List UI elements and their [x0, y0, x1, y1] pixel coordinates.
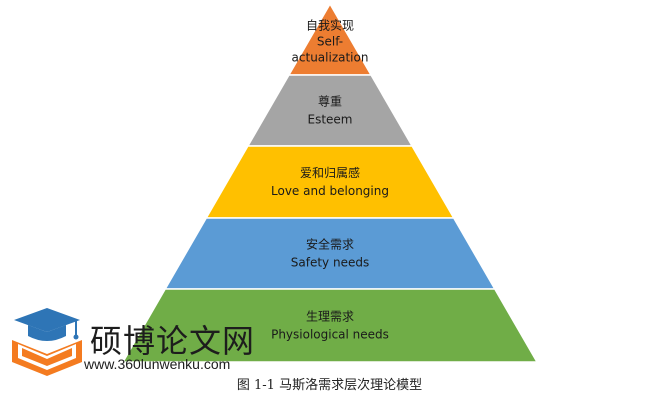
watermark-url: www.360lunwenku.com [84, 356, 231, 372]
figure-caption: 图 1-1 马斯洛需求层次理论模型 [236, 378, 423, 393]
graduation-cap-logo-icon [12, 308, 82, 376]
tier-label-en: Self- [317, 35, 343, 49]
tier-label-en: Esteem [308, 113, 353, 127]
tier-label-cn: 自我实现 [306, 18, 354, 33]
pyramid-tier-5 [121, 288, 539, 363]
tier-label-cn: 安全需求 [306, 237, 354, 252]
tier-label-cn: 尊重 [318, 94, 342, 109]
tier-label-cn: 生理需求 [306, 310, 354, 324]
pyramid-tier-2 [246, 74, 414, 147]
pyramid-tier-4 [163, 217, 497, 290]
tier-label-en: Physiological needs [271, 328, 389, 342]
pyramid-tier-3 [204, 145, 456, 219]
tier-label-en: Safety needs [291, 256, 369, 270]
tier-label-cn: 爱和归属感 [300, 165, 360, 180]
watermark-site-name: 硕博论文网 [90, 322, 256, 360]
tier-label-en: Love and belonging [271, 184, 389, 198]
tier-label-en: actualization [292, 51, 369, 65]
